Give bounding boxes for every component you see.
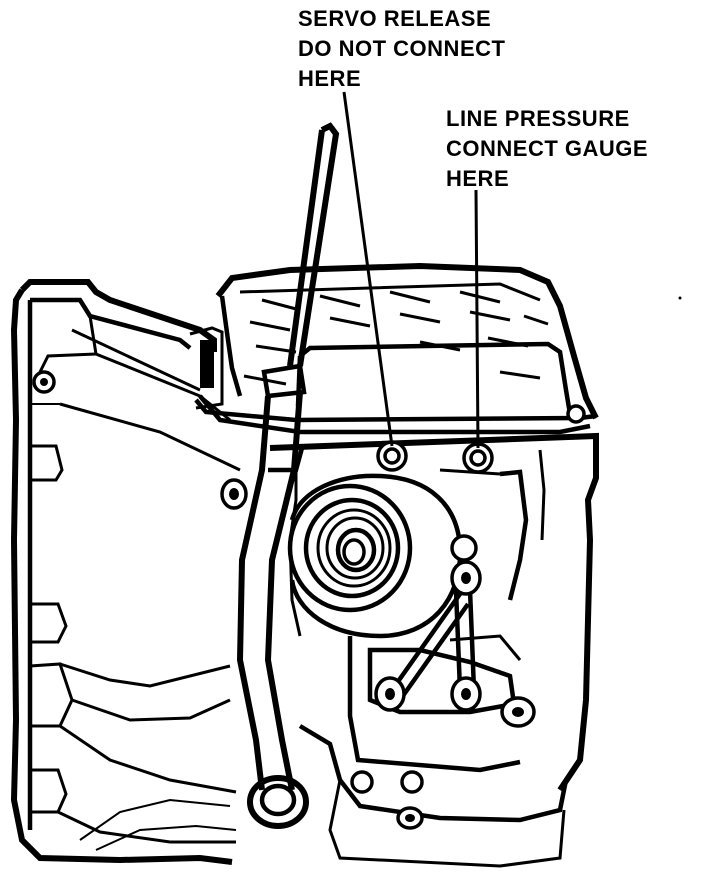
plug-icon <box>400 770 424 794</box>
line-pressure-line-2: CONNECT GAUGE <box>446 136 649 161</box>
valve-body-cover <box>189 262 599 435</box>
manual-linkage <box>367 534 536 728</box>
servo-release-line-3: HERE <box>298 66 362 91</box>
line-pressure-leader <box>474 189 480 449</box>
servo-release-callout: SERVO RELEASE DO NOT CONNECT HERE <box>298 4 505 94</box>
line-pressure-line-3: HERE <box>446 166 510 191</box>
bolt-icon <box>566 404 586 424</box>
line-pressure-callout: LINE PRESSURE CONNECT GAUGE HERE <box>446 104 648 194</box>
bell-housing <box>10 279 248 865</box>
servo-release-line-1: SERVO RELEASE <box>298 6 492 31</box>
plug-icon <box>350 770 374 794</box>
servo-release-line-2: DO NOT CONNECT <box>298 36 506 61</box>
servo-cover <box>287 473 463 639</box>
dipstick-tube <box>236 122 340 829</box>
leader-lines <box>342 91 480 449</box>
servo-release-leader <box>342 91 394 447</box>
pressure-ports <box>376 440 494 474</box>
transmission-case <box>268 432 599 868</box>
line-pressure-line-1: LINE PRESSURE <box>446 106 630 131</box>
